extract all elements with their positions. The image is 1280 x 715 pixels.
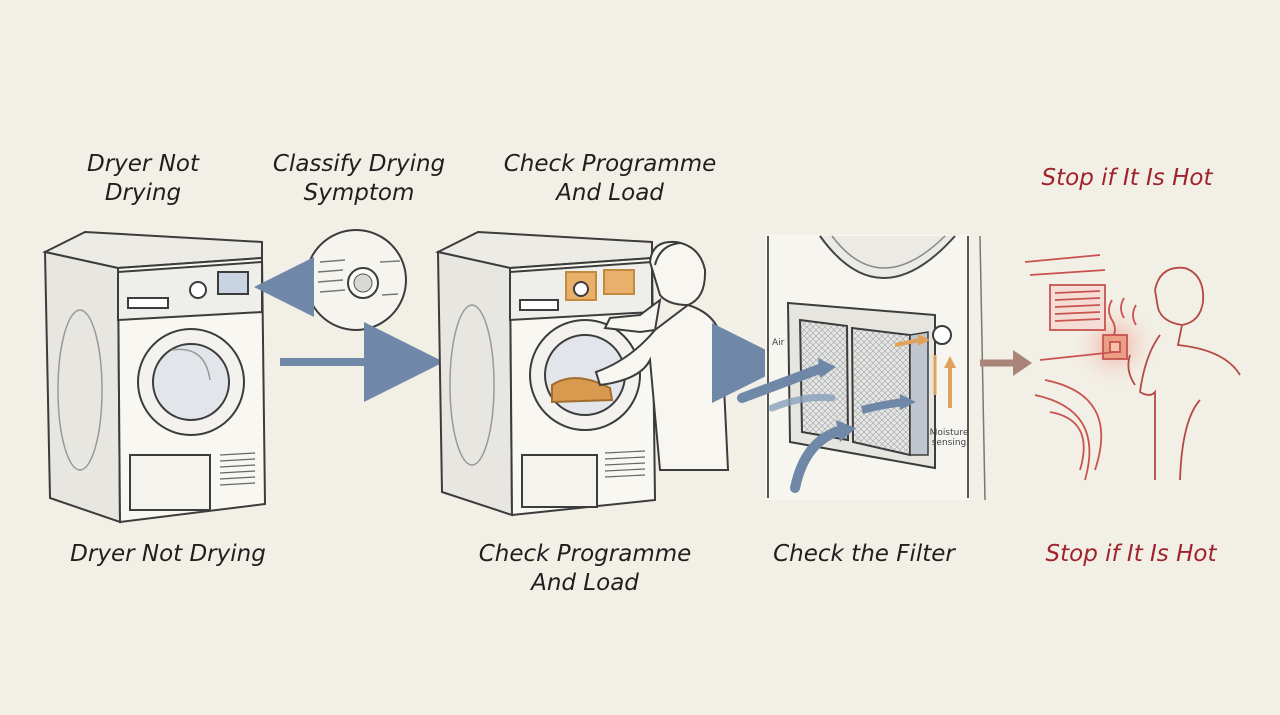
hot-vent-icon xyxy=(1024,254,1241,481)
step-5-bottom-label: Stop if It Is Hot xyxy=(1045,541,1217,567)
step-2-top-label-line1: Classify Drying xyxy=(272,151,446,177)
moisture-sensing-annotation: Moisture sensing xyxy=(928,428,970,448)
step-1-top-label: Dryer Not Drying xyxy=(87,150,199,208)
step-2-top-label-line2: Symptom xyxy=(303,180,415,206)
air-annotation: Air xyxy=(772,338,785,348)
step-2-top-label: Classify Drying Symptom xyxy=(273,150,445,208)
step-4-bottom-label: Check the Filter xyxy=(773,541,955,567)
step-3-bottom-label-line1: Check Programme xyxy=(478,541,692,567)
control-panel-icon xyxy=(305,229,407,331)
step-5-top-label: Stop if It Is Hot xyxy=(1041,165,1213,191)
step-1-top-label-line1: Dryer Not xyxy=(87,151,199,177)
lint-filter-icon xyxy=(737,235,986,501)
dryer-icon xyxy=(42,230,267,524)
step-1-top-label-line2: Drying xyxy=(104,180,182,206)
step-3-top-label-line1: Check Programme xyxy=(503,151,717,177)
step-3-bottom-label-line2: And Load xyxy=(531,570,639,596)
moisture-annotation-line2: sensing xyxy=(931,438,967,448)
moisture-annotation-line1: Moisture xyxy=(929,428,969,438)
step-3-top-label: Check Programme And Load xyxy=(504,150,717,208)
step-3-bottom-label: Check Programme And Load xyxy=(479,540,692,598)
step-1-bottom-label: Dryer Not Drying xyxy=(70,541,266,567)
step-3-top-label-line2: And Load xyxy=(556,180,664,206)
